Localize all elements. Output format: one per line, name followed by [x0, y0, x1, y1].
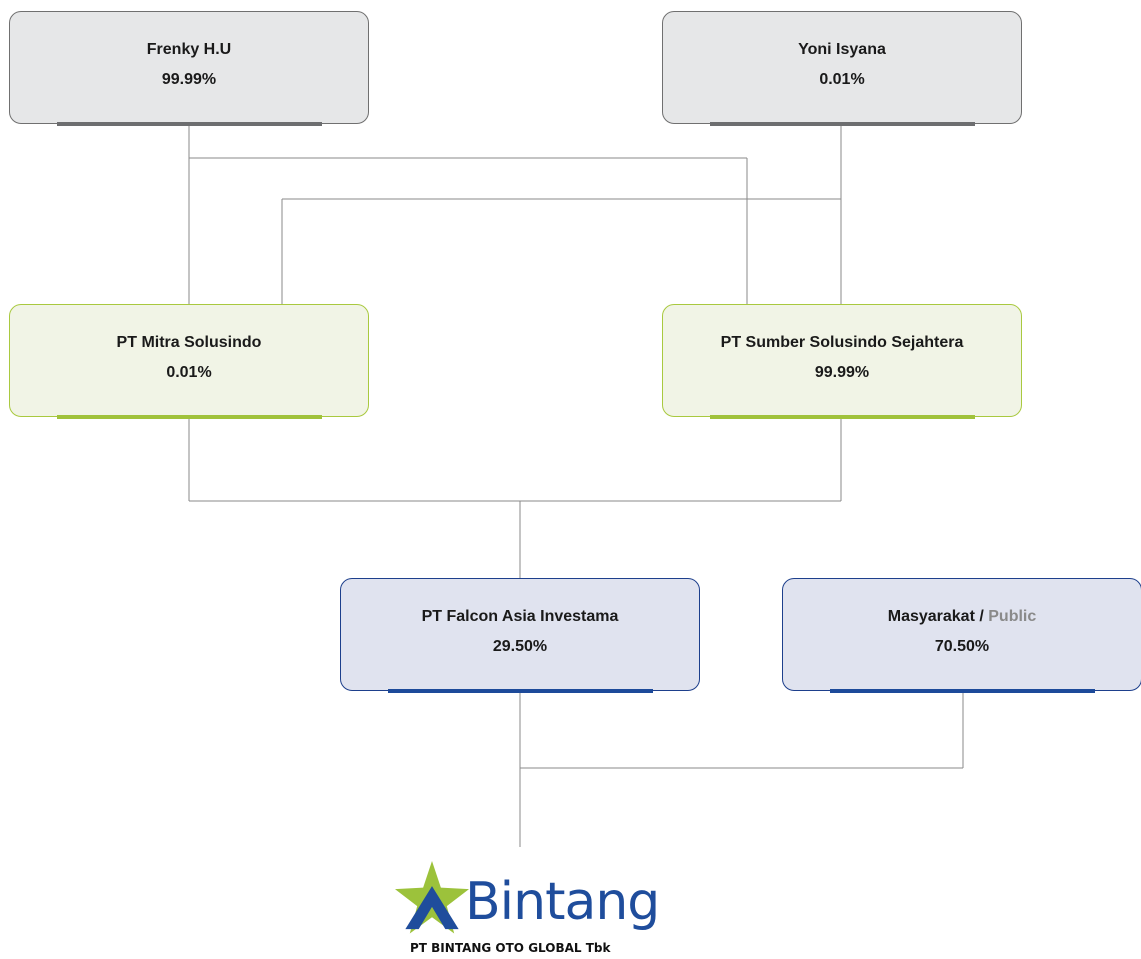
logo-wordmark: Bintang: [465, 872, 660, 932]
holding-box-sumber: PT Sumber Solusindo Sejahtera 99.99%: [662, 304, 1022, 419]
holding-box-mitra: PT Mitra Solusindo 0.01%: [9, 304, 369, 419]
entity-name: PT Mitra Solusindo: [116, 333, 262, 351]
entity-name: PT Falcon Asia Investama: [421, 607, 619, 625]
accent-bar: [57, 122, 322, 126]
entity-name: PT Sumber Solusindo Sejahtera: [720, 333, 964, 351]
entity-name-id: Masyarakat /: [887, 607, 984, 625]
entity-percent: 0.01%: [819, 70, 865, 88]
entity-percent: 29.50%: [492, 637, 548, 655]
shareholder-box-yoni: Yoni Isyana 0.01%: [662, 11, 1022, 126]
entity-name: Frenky H.U: [146, 40, 232, 58]
shareholder-box-public: Masyarakat / Public 70.50%: [782, 578, 1141, 693]
entity-percent: 70.50%: [934, 637, 990, 655]
accent-bar: [710, 122, 975, 126]
accent-bar: [710, 415, 975, 419]
entity-percent: 99.99%: [814, 363, 870, 381]
entity-percent: 99.99%: [161, 70, 217, 88]
entity-name: Yoni Isyana: [798, 40, 886, 58]
shareholder-box-falcon: PT Falcon Asia Investama 29.50%: [340, 578, 700, 693]
shareholder-box-frenky: Frenky H.U 99.99%: [9, 11, 369, 126]
company-logo: Bintang PT BINTANG OTO GLOBAL Tbk: [390, 858, 660, 958]
accent-bar: [57, 415, 322, 419]
entity-name-en: Public: [988, 607, 1037, 625]
accent-bar: [830, 689, 1095, 693]
entity-name: Masyarakat / Public: [888, 602, 1037, 632]
entity-percent: 0.01%: [166, 363, 212, 381]
accent-bar: [388, 689, 653, 693]
star-icon: [395, 861, 469, 934]
company-name: PT BINTANG OTO GLOBAL Tbk: [410, 941, 611, 955]
